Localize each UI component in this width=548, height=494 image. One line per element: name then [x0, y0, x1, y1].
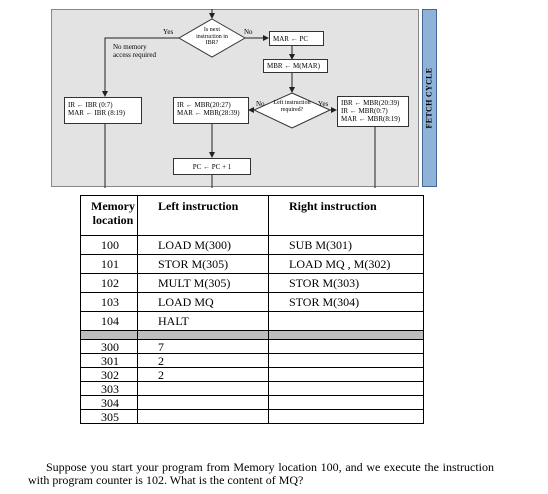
cell-left: LOAD M(300) [136, 235, 269, 255]
cell-left: 2 [136, 367, 269, 382]
cell-left: STOR M(305) [136, 254, 269, 274]
cell-location: 103 [80, 292, 138, 312]
fetch-cycle-bar [422, 9, 437, 187]
decision-left-shape [252, 92, 332, 129]
cell-left: MULT M(305) [136, 273, 269, 293]
mbr-mmar-box: MBR ← M(MAR) [263, 59, 328, 73]
cell-location: 102 [80, 273, 138, 293]
cell-left [136, 381, 269, 396]
cell-location: 302 [80, 367, 138, 382]
table-header-row: Memory location Left instruction Right i… [80, 195, 424, 236]
ir-mbr-right-box: IBR ← MBR(20:39) IR ← MBR(0:7) MAR ← MBR… [337, 96, 409, 127]
separator-cell [80, 330, 138, 340]
table-row: 100 LOAD M(300) SUB M(301) [80, 235, 424, 255]
question-text: Suppose you start your program from Memo… [28, 460, 494, 487]
separator-cell [136, 330, 269, 340]
table-row: 304 [80, 395, 424, 410]
cell-right [267, 353, 424, 368]
cell-right: STOR M(304) [267, 292, 424, 312]
cell-right [267, 381, 424, 396]
cell-location: 101 [80, 254, 138, 274]
cell-left [136, 409, 269, 424]
separator-cell [267, 330, 424, 340]
table-row: 101 STOR M(305) LOAD MQ , M(302) [80, 254, 424, 274]
table-row: 103 LOAD MQ STOR M(304) [80, 292, 424, 312]
cell-left: LOAD MQ [136, 292, 269, 312]
decision-ibr-shape [177, 18, 247, 58]
pc-increment-box: PC ← PC + 1 [173, 158, 251, 175]
header-memory-location: Memory location [80, 195, 138, 236]
table-row: 300 7 [80, 339, 424, 354]
cell-right [267, 395, 424, 410]
memory-table: Memory location Left instruction Right i… [80, 195, 424, 424]
table-row: 303 [80, 381, 424, 396]
cell-location: 100 [80, 235, 138, 255]
cell-location: 303 [80, 381, 138, 396]
table-row: 302 2 [80, 367, 424, 382]
no-label-2: No [256, 100, 265, 108]
cell-location: 301 [80, 353, 138, 368]
header-left-instruction: Left instruction [136, 195, 269, 236]
cell-right [267, 311, 424, 331]
cell-left [136, 395, 269, 410]
cell-location: 300 [80, 339, 138, 354]
cell-location: 104 [80, 311, 138, 331]
cell-right: STOR M(303) [267, 273, 424, 293]
cell-left: 2 [136, 353, 269, 368]
flowchart-connectors [102, 9, 376, 188]
decision-left-text: Left instruction required? [273, 100, 311, 113]
ir-mbr-left-box: IR ← MBR(20:27) MAR ← MBR(28:39) [173, 97, 249, 124]
cell-right: SUB M(301) [267, 235, 424, 255]
cell-left: HALT [136, 311, 269, 331]
yes-label-1: Yes [163, 28, 174, 36]
table-row: 305 [80, 409, 424, 424]
table-separator-row [80, 330, 424, 340]
no-memory-note: No memory access required [113, 43, 156, 59]
no-label-1: No [244, 28, 253, 36]
cell-left: 7 [136, 339, 269, 354]
decision-ibr-text: Is next instruction in IBR? [196, 27, 228, 46]
cell-right [267, 409, 424, 424]
cell-location: 304 [80, 395, 138, 410]
fetch-cycle-flowchart: FETCH CYCLE [0, 0, 548, 192]
header-right-instruction: Right instruction [267, 195, 424, 236]
table-row: 104 HALT [80, 311, 424, 331]
cell-right: LOAD MQ , M(302) [267, 254, 424, 274]
mar-pc-box: MAR ← PC [269, 31, 324, 46]
cell-location: 305 [80, 409, 138, 424]
yes-label-2: Yes [318, 100, 329, 108]
ir-ibr-box: IR ← IBR (0:7) MAR ← IBR (8:19) [64, 97, 142, 124]
cell-right [267, 339, 424, 354]
cell-right [267, 367, 424, 382]
table-row: 102 MULT M(305) STOR M(303) [80, 273, 424, 293]
table-row: 301 2 [80, 353, 424, 368]
